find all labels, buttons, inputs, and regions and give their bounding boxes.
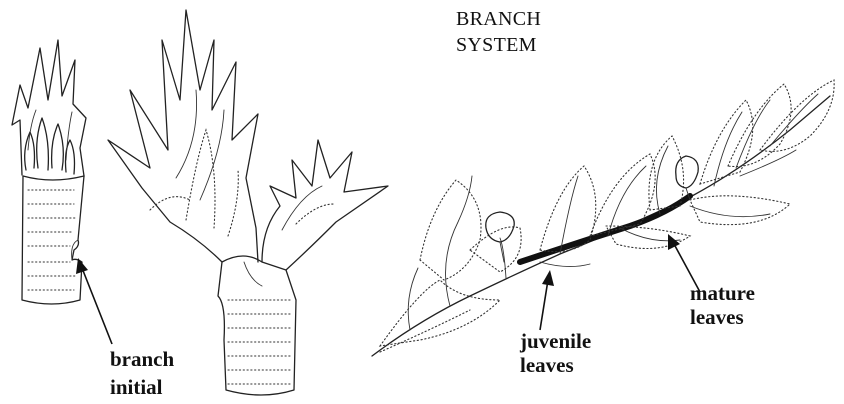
shoot-stem-small bbox=[22, 176, 84, 304]
title-line-2: SYSTEM bbox=[456, 34, 541, 56]
title-label: BRANCH SYSTEM bbox=[456, 8, 541, 56]
mature-stem-segment bbox=[520, 196, 690, 262]
branch-initial-label: branch initial bbox=[110, 348, 174, 398]
branch-initial-line-2: initial bbox=[110, 376, 174, 398]
mature-leaves-line-1: mature bbox=[690, 282, 755, 304]
juvenile-leaves-line-1: juvenile bbox=[520, 330, 591, 352]
mature-leaves-line-2: leaves bbox=[690, 306, 755, 328]
shoot-stem-large bbox=[218, 256, 296, 395]
arrow-branch-initial bbox=[76, 258, 112, 344]
mature-leaves-label: mature leaves bbox=[690, 282, 755, 328]
title-line-1: BRANCH bbox=[456, 8, 541, 30]
juvenile-leaves-label: juvenile leaves bbox=[520, 330, 591, 376]
axillary-bud bbox=[262, 140, 388, 270]
branch-initial-line-1: branch bbox=[110, 348, 174, 370]
cupule-right bbox=[676, 156, 699, 188]
shoot-apex-small bbox=[12, 40, 86, 180]
shoot-apex-large bbox=[108, 10, 258, 262]
juvenile-leaves-line-2: leaves bbox=[520, 354, 591, 376]
arrow-juvenile-leaves bbox=[540, 270, 554, 330]
branch-system bbox=[372, 80, 834, 356]
